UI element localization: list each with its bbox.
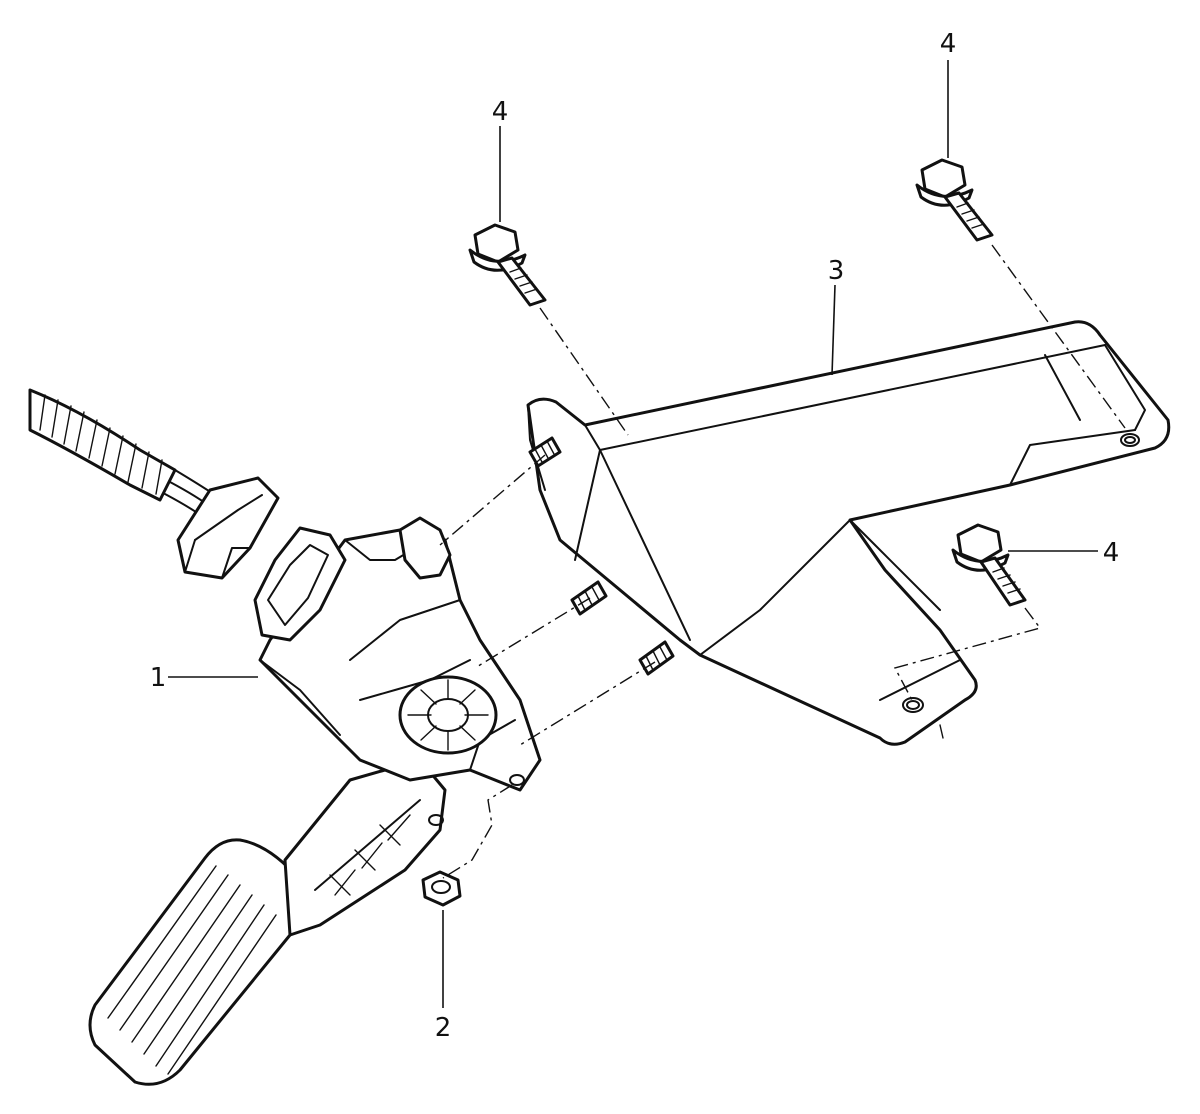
leader-lines — [168, 60, 1098, 1008]
mounting-bracket — [526, 320, 1171, 746]
callout-bolt-top-left: 4 — [492, 97, 509, 127]
callout-bolt-right: 4 — [1103, 538, 1120, 568]
callout-bracket: 3 — [828, 256, 845, 286]
callout-nut: 2 — [435, 1013, 452, 1043]
bolt-right — [951, 523, 1027, 607]
assembly-center-lines — [439, 244, 1126, 879]
bracket-stud-top — [528, 436, 562, 468]
bracket-stud-bottom — [638, 640, 675, 676]
pedal-sensor-housing — [253, 516, 542, 792]
callout-bolt-top-right: 4 — [940, 29, 957, 59]
bolt-top-right — [915, 158, 994, 242]
callout-pedal-module: 1 — [150, 663, 167, 693]
hex-nut — [421, 870, 462, 907]
wiring-harness — [28, 388, 216, 523]
pedal-arm — [283, 758, 447, 937]
pedal-pad — [88, 838, 302, 1086]
bolt-top-left — [468, 223, 547, 307]
accelerator-pedal-module — [88, 516, 542, 1086]
connector-plug — [176, 476, 280, 580]
